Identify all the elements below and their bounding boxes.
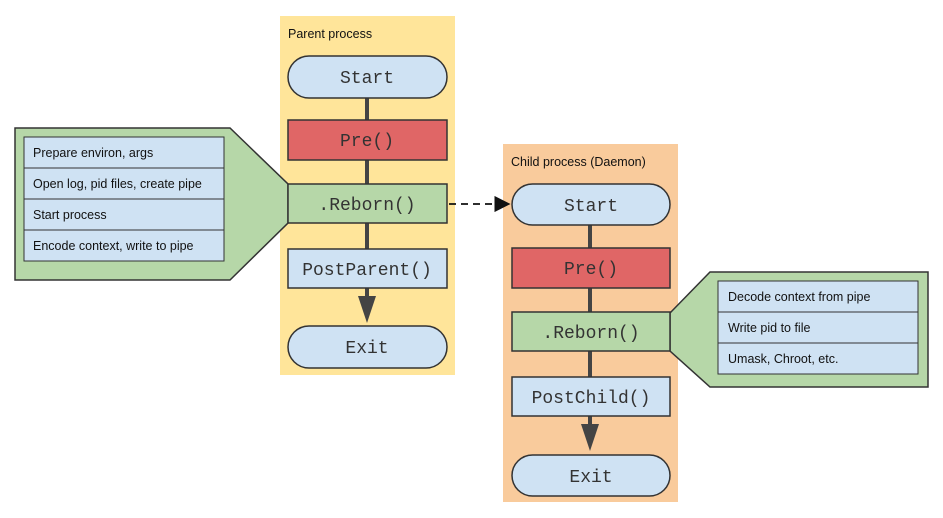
child-exit-label: Exit: [569, 468, 612, 488]
child-callout-item: Decode context from pipe: [717, 280, 919, 313]
child-reborn-label: .Reborn(): [542, 324, 639, 344]
parent-start-node: Start: [287, 55, 448, 99]
parent-exit-label: Exit: [345, 339, 388, 359]
parent-callout-item: Prepare environ, args: [23, 136, 225, 169]
parent-pre-node: Pre(): [287, 119, 448, 161]
child-post-node: PostChild(): [511, 376, 671, 417]
child-exit-node: Exit: [511, 454, 671, 497]
parent-start-label: Start: [340, 69, 394, 89]
parent-post-label: PostParent(): [302, 261, 432, 281]
parent-callout-item-text: Open log, pid files, create pipe: [33, 177, 202, 191]
parent-reborn-node: .Reborn(): [287, 183, 448, 224]
parent-reborn-label: .Reborn(): [318, 196, 415, 216]
child-callout-item: Umask, Chroot, etc.: [717, 342, 919, 375]
child-callout-item-text: Umask, Chroot, etc.: [728, 352, 838, 366]
child-exit-arrowhead: [581, 424, 599, 451]
parent-callout-item-text: Start process: [33, 208, 107, 222]
parent-callout-item-text: Encode context, write to pipe: [33, 239, 194, 253]
child-post-label: PostChild(): [532, 389, 651, 409]
child-callout-item-text: Write pid to file: [728, 321, 810, 335]
parent-callout-item: Start process: [23, 198, 225, 231]
child-lane-label: Child process (Daemon): [511, 155, 646, 169]
parent-pre-label: Pre(): [340, 132, 394, 152]
parent-post-node: PostParent(): [287, 248, 448, 289]
child-pre-label: Pre(): [564, 260, 618, 280]
parent-callout-item: Encode context, write to pipe: [23, 229, 225, 262]
parent-lane-label: Parent process: [288, 27, 372, 41]
child-reborn-node: .Reborn(): [511, 311, 671, 352]
child-callout-item: Write pid to file: [717, 311, 919, 344]
parent-exit-arrowhead: [358, 296, 376, 323]
parent-callout-item: Open log, pid files, create pipe: [23, 167, 225, 200]
parent-exit-node: Exit: [287, 325, 448, 369]
child-start-node: Start: [511, 183, 671, 226]
parent-callout-item-text: Prepare environ, args: [33, 146, 153, 160]
child-pre-node: Pre(): [511, 247, 671, 289]
child-start-label: Start: [564, 197, 618, 217]
child-callout-item-text: Decode context from pipe: [728, 290, 870, 304]
